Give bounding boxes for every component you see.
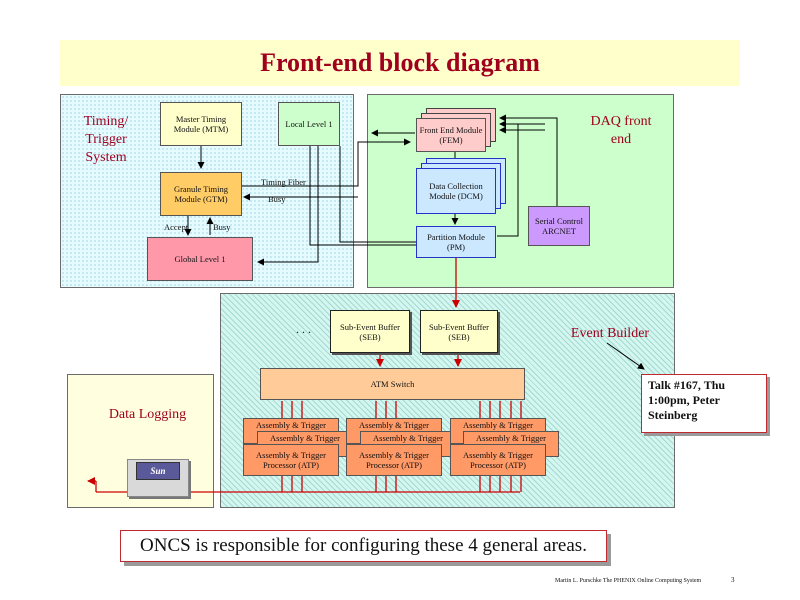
data-collection-module: Data Collection Module (DCM) bbox=[416, 168, 496, 214]
sun-logo: Sun bbox=[136, 462, 180, 480]
data-logging-label: Data Logging bbox=[108, 407, 187, 422]
title-band bbox=[60, 40, 740, 86]
timing-trigger-label: Timing/ Trigger System bbox=[83, 114, 129, 165]
atp-3: Assembly & Trigger Processor (ATP) bbox=[450, 444, 546, 476]
accept-label: Accept bbox=[164, 222, 189, 232]
sub-event-buffer-1: Sub-Event Buffer (SEB) bbox=[330, 310, 410, 353]
busy-label: Busy bbox=[268, 194, 286, 204]
page-number: 3 bbox=[731, 576, 735, 584]
oncs-note: ONCS is responsible for configuring thes… bbox=[120, 530, 607, 562]
workstation-icon: Sun bbox=[127, 459, 189, 497]
atp-2: Assembly & Trigger Processor (ATP) bbox=[346, 444, 442, 476]
serial-control-arcnet: Serial Control ARCNET bbox=[528, 206, 590, 246]
front-end-module: Front End Module (FEM) bbox=[416, 118, 486, 152]
footer-author: Martin L. Purschke The PHENIX Online Com… bbox=[555, 578, 702, 584]
atp-1: Assembly & Trigger Processor (ATP) bbox=[243, 444, 339, 476]
talk-note: Talk #167, Thu 1:00pm, Peter Steinberg bbox=[641, 374, 767, 433]
local-level1: Local Level 1 bbox=[278, 102, 340, 146]
granule-timing-module: Granule Timing Module (GTM) bbox=[160, 172, 242, 216]
busy-label-gtm: Busy bbox=[213, 222, 231, 232]
timing-fiber-label: Timing Fiber bbox=[261, 177, 306, 187]
sub-event-buffer-2: Sub-Event Buffer (SEB) bbox=[420, 310, 498, 353]
daq-front-end-label: DAQ front end bbox=[590, 114, 652, 147]
global-level1: Global Level 1 bbox=[147, 237, 253, 281]
seb-ellipsis: . . . bbox=[296, 322, 311, 336]
master-timing-module: Master Timing Module (MTM) bbox=[160, 102, 242, 146]
partition-module: Partition Module (PM) bbox=[416, 226, 496, 258]
page-title: Front-end block diagram bbox=[260, 48, 540, 77]
atm-switch: ATM Switch bbox=[260, 368, 525, 400]
event-builder-label: Event Builder bbox=[570, 326, 650, 341]
